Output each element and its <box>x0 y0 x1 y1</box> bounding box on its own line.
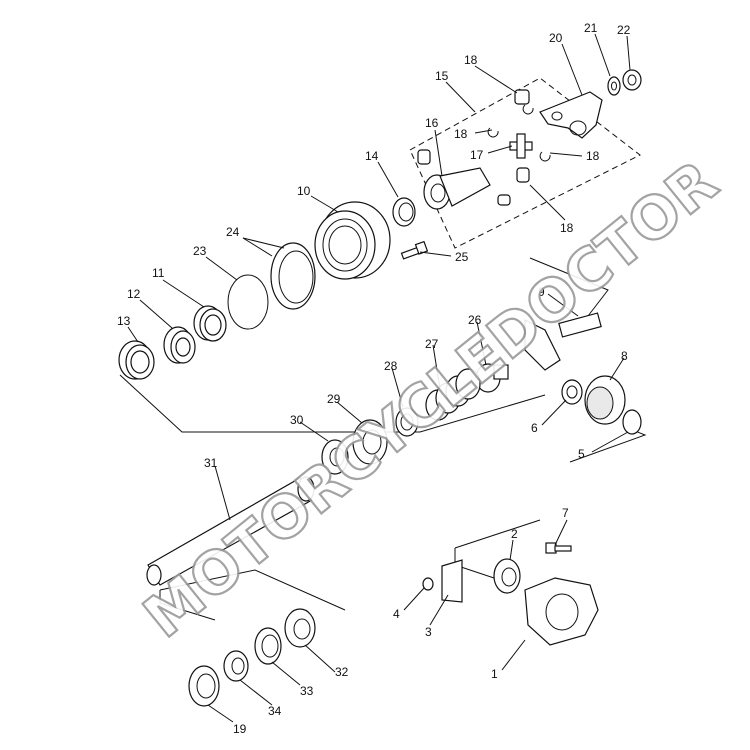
callout-21: 21 <box>584 21 598 35</box>
callout-18-bottom: 18 <box>560 221 574 235</box>
part-6-bearing <box>561 379 583 405</box>
callout-16: 16 <box>425 116 439 130</box>
part-17-cross-spider <box>509 133 533 159</box>
part-14-oil-seal <box>392 197 416 227</box>
part-3-lock-plate <box>441 559 463 603</box>
part-31-shaft <box>146 476 315 586</box>
callout-26: 26 <box>468 313 482 327</box>
part-20-yoke-flange <box>539 91 603 139</box>
part-21-washer <box>607 76 621 96</box>
part-11-bearing <box>193 305 227 342</box>
part-7-bolt <box>545 542 572 554</box>
part-27-spring <box>425 368 481 421</box>
callout-23: 23 <box>193 244 207 258</box>
callout-33: 33 <box>300 684 314 698</box>
part-1-housing-cover <box>524 577 599 646</box>
part-2-bearing <box>493 558 521 594</box>
callout-11: 11 <box>152 266 165 280</box>
part-22-nut <box>622 69 642 91</box>
part-19-oil-seal <box>188 665 220 707</box>
part-12-collar <box>163 326 196 364</box>
part-4-bolt <box>422 577 434 591</box>
callout-20: 20 <box>549 31 563 45</box>
callout-8: 8 <box>621 349 628 363</box>
callout-31: 31 <box>204 456 218 470</box>
part-18-circlips <box>487 104 551 162</box>
part-8-gear <box>584 375 626 425</box>
callout-labels: 1 2 3 4 5 6 7 8 9 10 11 12 13 14 15 16 1… <box>117 21 631 736</box>
leader-lines <box>127 33 631 723</box>
callout-14: 14 <box>365 149 379 163</box>
part-30-bearing <box>321 439 349 475</box>
callout-18-left: 18 <box>454 127 468 141</box>
callout-24: 24 <box>226 225 240 239</box>
callout-7: 7 <box>562 506 569 520</box>
callout-27: 27 <box>425 337 439 351</box>
callout-13: 13 <box>117 314 131 328</box>
callout-30: 30 <box>290 413 304 427</box>
callout-1: 1 <box>491 667 498 681</box>
callout-18-top: 18 <box>464 53 478 67</box>
callout-5: 5 <box>578 447 585 461</box>
callout-34: 34 <box>268 704 282 718</box>
part-32-bearing <box>284 608 316 648</box>
callout-6: 6 <box>531 421 538 435</box>
callout-32: 32 <box>335 665 349 679</box>
part-23-o-ring <box>227 274 269 330</box>
part-16-yoke <box>423 167 491 210</box>
part-33-circlip <box>254 627 282 665</box>
part-34-collar <box>223 650 249 682</box>
watermark-text: MOTORCYCLEDOCTOR <box>131 148 730 651</box>
universal-joint-group-box <box>409 77 641 249</box>
callout-12: 12 <box>127 287 141 301</box>
callout-18-right: 18 <box>586 149 600 163</box>
part-25-bolt <box>400 240 429 260</box>
callout-2: 2 <box>511 527 518 541</box>
callout-22: 22 <box>617 23 631 37</box>
callout-4: 4 <box>393 607 400 621</box>
part-10-bearing-housing <box>314 201 391 280</box>
part-13-oil-seal <box>118 340 155 380</box>
callout-19: 19 <box>233 722 247 736</box>
callout-25: 25 <box>455 250 469 264</box>
callout-10: 10 <box>297 184 311 198</box>
part-24-shim <box>270 242 316 310</box>
part-5-shim <box>622 409 642 435</box>
part-28-collar <box>395 407 419 437</box>
callout-15: 15 <box>435 69 449 83</box>
callout-9: 9 <box>538 285 545 299</box>
callout-29: 29 <box>327 392 341 406</box>
callout-3: 3 <box>425 625 432 639</box>
callout-28: 28 <box>384 359 398 373</box>
part-29-bearing <box>352 419 388 465</box>
callout-17: 17 <box>470 148 484 162</box>
part-9-drive-pinion-gear <box>524 312 602 371</box>
part-18-bearing-cups <box>417 89 530 206</box>
